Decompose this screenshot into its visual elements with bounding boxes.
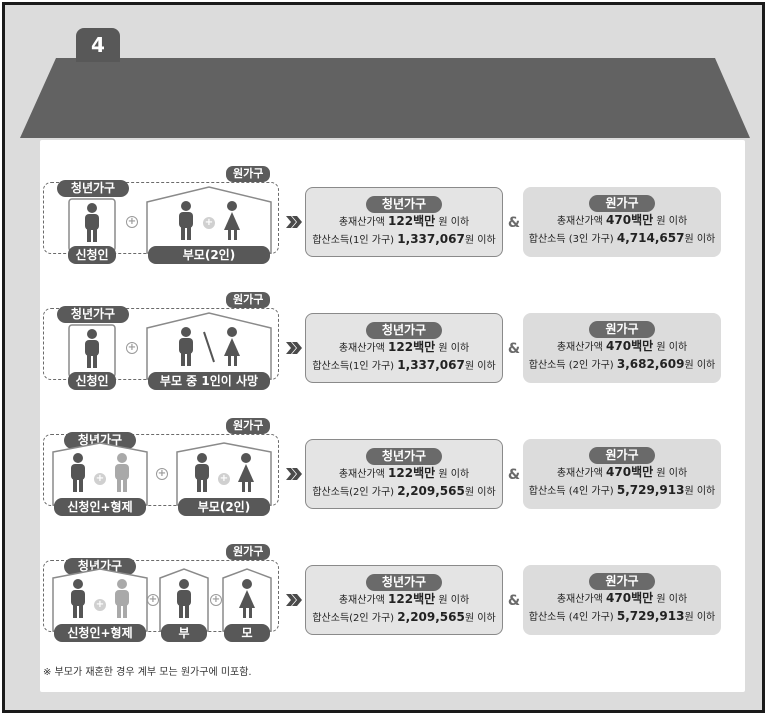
case-row-3: 원가구 청년가구 + 신청인+형제 + + 부모(2인) 청년가구 총재산가액 … — [0, 412, 767, 522]
asset-line: 총재산가액 122백만 원 이하 — [338, 214, 470, 228]
won-gagu-criteria-card: 원가구 총재산가액 470백만 원 이하 합산소득 (4인 가구) 5,729,… — [523, 439, 721, 509]
father-icon — [179, 201, 193, 240]
father-icon — [195, 453, 209, 492]
asset-line: 총재산가액 470백만 원 이하 — [556, 465, 688, 479]
father-house — [159, 568, 209, 632]
ampersand: & — [507, 467, 521, 483]
case-row-4: 원가구 청년가구 + 신청인+형제 + 부 + 모 청년가구 총재산가액 122… — [0, 538, 767, 648]
applicant-house — [68, 324, 116, 378]
plus-icon: + — [156, 468, 168, 480]
father-icon — [177, 579, 191, 618]
mother-house — [222, 568, 272, 632]
card-title: 원가구 — [589, 195, 655, 212]
father-icon — [179, 327, 193, 366]
ampersand: & — [507, 593, 521, 609]
asset-line: 총재산가액 470백만 원 이하 — [556, 591, 688, 605]
mother-icon — [224, 201, 240, 240]
won-gagu-group — [43, 434, 279, 506]
applicant-label: 신청인+형제 — [54, 498, 146, 516]
chevron-right-icon — [286, 216, 302, 228]
won-gagu-tag: 원가구 — [226, 544, 271, 560]
young-gagu-criteria-card: 청년가구 총재산가액 122백만 원 이하 합산소득(2인 가구) 2,209,… — [305, 565, 503, 635]
chevron-right-icon — [286, 594, 302, 606]
family-label: 부모(2인) — [178, 498, 270, 516]
plus-icon: + — [126, 342, 138, 354]
young-gagu-criteria-card: 청년가구 총재산가액 122백만 원 이하 합산소득(1인 가구) 1,337,… — [305, 187, 503, 257]
mother-label: 모 — [224, 624, 270, 642]
card-title: 원가구 — [589, 321, 655, 338]
young-gagu-tag: 청년가구 — [64, 558, 136, 575]
young-gagu-tag: 청년가구 — [57, 306, 129, 323]
won-gagu-criteria-card: 원가구 총재산가액 470백만 원 이하 합산소득 (2인 가구) 3,682,… — [523, 313, 721, 383]
ampersand: & — [507, 215, 521, 231]
family-label: 부모 중 1인이 사망 — [148, 372, 270, 390]
young-gagu-criteria-card: 청년가구 총재산가액 122백만 원 이하 합산소득(2인 가구) 2,209,… — [305, 439, 503, 509]
card-title: 청년가구 — [365, 196, 443, 213]
parents-house — [146, 312, 272, 380]
asset-line: 총재산가액 122백만 원 이하 — [338, 340, 470, 354]
person-icon — [71, 579, 85, 618]
mother-icon — [239, 579, 255, 618]
income-line: 합산소득 (2인 가구) 3,682,609원 이하 — [528, 357, 716, 371]
plus-icon: + — [147, 594, 159, 606]
won-gagu-tag: 원가구 — [226, 418, 271, 434]
asset-line: 총재산가액 122백만 원 이하 — [338, 466, 470, 480]
step-number-badge: 4 — [76, 28, 120, 62]
applicant-label: 신청인+형제 — [54, 624, 146, 642]
person-icon — [71, 453, 85, 492]
young-gagu-criteria-card: 청년가구 총재산가액 122백만 원 이하 합산소득(1인 가구) 1,337,… — [305, 313, 503, 383]
income-line: 합산소득(1인 가구) 1,337,067원 이하 — [312, 232, 496, 246]
young-gagu-tag: 청년가구 — [64, 432, 136, 449]
mother-icon — [224, 327, 240, 366]
sibling-icon — [115, 579, 129, 618]
sibling-icon — [115, 453, 129, 492]
plus-icon: + — [94, 599, 106, 611]
asset-line: 총재산가액 470백만 원 이하 — [556, 339, 688, 353]
person-icon — [85, 329, 99, 368]
father-label: 부 — [161, 624, 207, 642]
plus-icon: + — [210, 594, 222, 606]
won-gagu-criteria-card: 원가구 총재산가액 470백만 원 이하 합산소득 (3인 가구) 4,714,… — [523, 187, 721, 257]
income-line: 합산소득 (4인 가구) 5,729,913원 이하 — [528, 609, 716, 623]
card-title: 원가구 — [589, 447, 655, 464]
young-gagu-tag: 청년가구 — [57, 180, 129, 197]
plus-icon: + — [126, 216, 138, 228]
won-gagu-criteria-card: 원가구 총재산가액 470백만 원 이하 합산소득 (4인 가구) 5,729,… — [523, 565, 721, 635]
won-gagu-tag: 원가구 — [226, 292, 271, 308]
ampersand: & — [507, 341, 521, 357]
card-title: 청년가구 — [365, 322, 443, 339]
card-title: 원가구 — [589, 573, 655, 590]
income-line: 합산소득(1인 가구) 1,337,067원 이하 — [312, 358, 496, 372]
case-row-1: 원가구 청년가구 신청인 + + 부모(2인) 청년가구 총재산가액 122백만… — [0, 160, 767, 270]
plus-icon: + — [218, 473, 230, 485]
chevron-right-icon — [286, 468, 302, 480]
applicant-label: 신청인 — [68, 372, 116, 390]
income-line: 합산소득(2인 가구) 2,209,565원 이하 — [312, 610, 496, 624]
income-line: 합산소득(2인 가구) 2,209,565원 이하 — [312, 484, 496, 498]
roof — [20, 58, 750, 138]
case-row-2: 원가구 청년가구 신청인 + 부모 중 1인이 사망 청년가구 총재산가액 12… — [0, 286, 767, 396]
income-line: 합산소득 (4인 가구) 5,729,913원 이하 — [528, 483, 716, 497]
card-title: 청년가구 — [365, 448, 443, 465]
family-label: 부모(2인) — [148, 246, 270, 264]
applicant-house — [68, 198, 116, 252]
person-icon — [85, 203, 99, 242]
plus-icon: + — [94, 473, 106, 485]
income-line: 합산소득 (3인 가구) 4,714,657원 이하 — [528, 231, 716, 245]
footnote: ※ 부모가 재혼한 경우 계부 모는 원가구에 미포함. — [43, 667, 252, 678]
asset-line: 총재산가액 122백만 원 이하 — [338, 592, 470, 606]
plus-icon: + — [203, 217, 215, 229]
applicant-label: 신청인 — [68, 246, 116, 264]
mother-icon — [238, 453, 254, 492]
chevron-right-icon — [286, 342, 302, 354]
won-gagu-tag: 원가구 — [226, 166, 271, 182]
slash-icon — [203, 331, 215, 363]
card-title: 청년가구 — [365, 574, 443, 591]
asset-line: 총재산가액 470백만 원 이하 — [556, 213, 688, 227]
